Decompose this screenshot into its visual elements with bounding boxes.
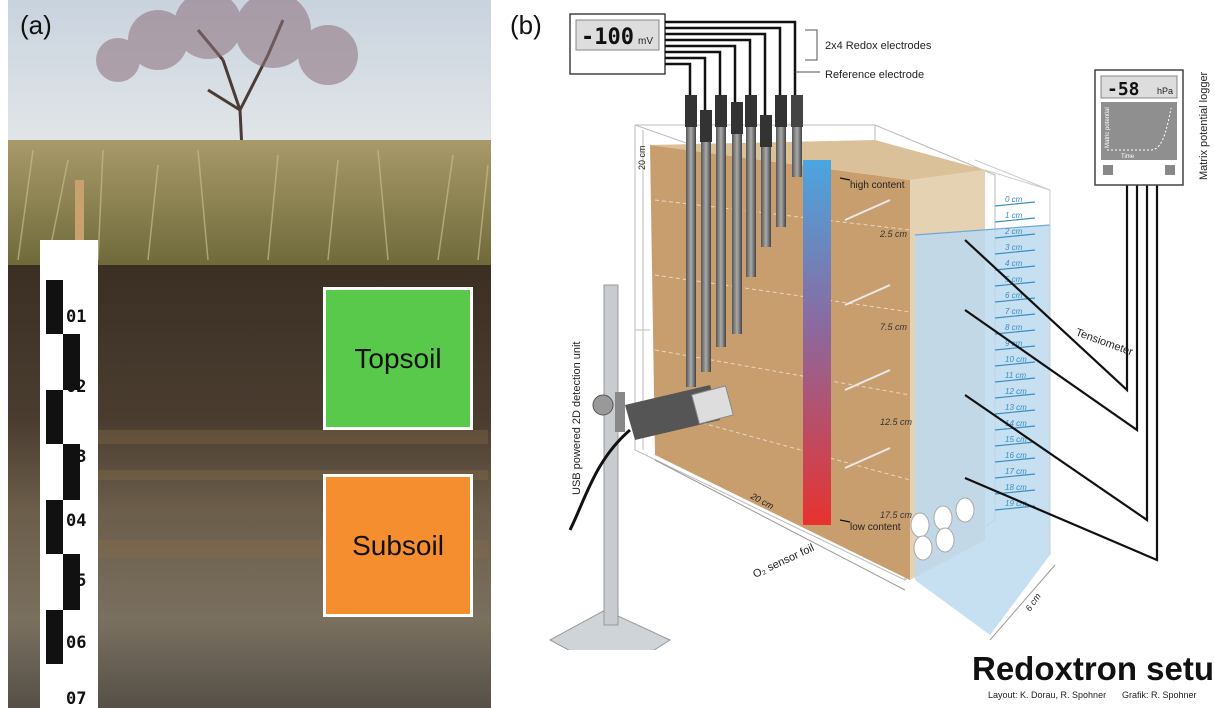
- o2-sensor-foil-label: O₂ sensor foil: [751, 542, 816, 581]
- redoxtron-diagram: -100 mV 2x4 Redox electrodes Reference e…: [548, 13, 1210, 650]
- water-mark-7: 7 cm: [1005, 307, 1023, 316]
- depth-dimension: 6 cm: [1023, 591, 1043, 613]
- panel-b-label: (b): [510, 10, 542, 40]
- logger-reading: -58: [1107, 79, 1140, 100]
- scale-mark-01: 01: [66, 307, 86, 327]
- logger-unit: hPa: [1157, 86, 1173, 96]
- topsoil-box: Topsoil: [323, 287, 473, 430]
- water-mark-0: 0 cm: [1005, 195, 1023, 204]
- redox-meter: -100 mV: [569, 13, 666, 75]
- high-content-label: high content: [850, 180, 905, 191]
- detection-stand: [548, 284, 672, 650]
- water-mark-13: 13 cm: [1005, 403, 1027, 412]
- water-mark-17: 17 cm: [1005, 467, 1027, 476]
- meter-unit: mV: [638, 36, 653, 47]
- scale-mark-07: 07: [66, 689, 86, 708]
- o2-sensor-foil: [803, 160, 831, 525]
- subsoil-label: Subsoil: [352, 529, 444, 561]
- scale-mark-05: 05: [66, 571, 86, 591]
- water-mark-1: 1 cm: [1005, 211, 1023, 220]
- topsoil-label: Topsoil: [354, 342, 442, 374]
- water-mark-19: 19 cm: [1005, 499, 1027, 508]
- water-mark-3: 3 cm: [1005, 243, 1023, 252]
- logger-x-label: Time: [1121, 154, 1135, 160]
- water-mark-10: 10 cm: [1005, 355, 1027, 364]
- logger-y-label: Matric potential: [1105, 107, 1111, 148]
- meter-reading: -100: [581, 25, 634, 50]
- layout-credit: Layout: K. Dorau, R. Spohner: [988, 690, 1107, 700]
- usb-unit-label: USB powered 2D detection unit: [571, 342, 583, 495]
- water-mark-18: 18 cm: [1005, 483, 1027, 492]
- scale-mark-02: 02: [66, 377, 86, 397]
- redox-electrodes: [685, 95, 803, 387]
- water-mark-16: 16 cm: [1005, 451, 1027, 460]
- diagram-title: Redoxtron setup: [972, 650, 1215, 687]
- usb-detection-unit: [568, 385, 734, 531]
- height-dimension: 20 cm: [637, 145, 647, 170]
- water-mark-12: 12 cm: [1005, 387, 1027, 396]
- water-mark-15: 15 cm: [1005, 435, 1027, 444]
- water-mark-6: 6 cm: [1005, 291, 1023, 300]
- water-mark-4: 4 cm: [1005, 259, 1023, 268]
- depth-mark-7-5: 7.5 cm: [880, 322, 908, 332]
- redox-electrodes-label: 2x4 Redox electrodes: [825, 40, 932, 52]
- depth-mark-17-5: 17.5 cm: [880, 510, 913, 520]
- measuring-scale: [40, 240, 98, 708]
- water-mark-5: 5 cm: [1005, 275, 1023, 284]
- water-mark-11: 11 cm: [1005, 371, 1027, 380]
- water-mark-14: 14 cm: [1005, 419, 1027, 428]
- scale-mark-04: 04: [66, 511, 86, 531]
- water-mark-8: 8 cm: [1005, 323, 1023, 332]
- water-mark-2: 2 cm: [1004, 227, 1023, 236]
- depth-mark-2-5: 2.5 cm: [879, 229, 908, 239]
- panel-a-label: (a): [20, 10, 52, 40]
- subsoil-box: Subsoil: [323, 474, 473, 617]
- graphic-credit: Grafik: R. Spohner: [1122, 690, 1197, 700]
- matrix-potential-logger: -58 hPa Time Matric potential: [1094, 69, 1184, 186]
- reference-electrode-label: Reference electrode: [825, 69, 924, 81]
- tensiometer-label: Tensiometer: [1074, 327, 1135, 359]
- depth-mark-12-5: 12.5 cm: [880, 417, 913, 427]
- scale-mark-03: 03: [66, 447, 86, 467]
- scale-mark-06: 06: [66, 633, 86, 653]
- logger-label: Matrix potential logger: [1198, 71, 1210, 180]
- low-content-label: low content: [850, 522, 901, 533]
